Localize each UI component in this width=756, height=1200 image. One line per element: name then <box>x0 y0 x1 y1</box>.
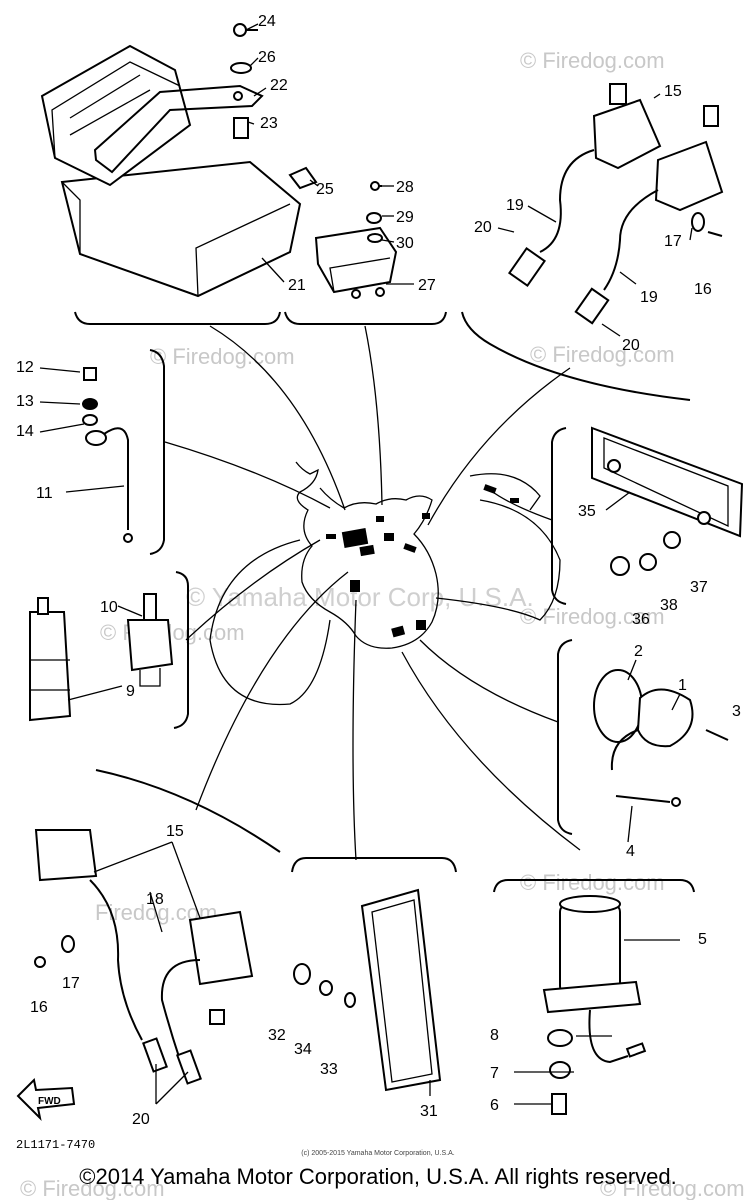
callout-23: 23 <box>260 115 278 132</box>
callout-21: 21 <box>288 277 306 294</box>
fwd-label: FWD <box>38 1096 61 1107</box>
callout-2: 2 <box>634 643 643 660</box>
callout-24: 24 <box>258 13 276 30</box>
callout-5: 5 <box>698 931 707 948</box>
wire-lead-group <box>82 367 133 543</box>
forward-direction-arrow: FWD <box>16 1077 76 1122</box>
watermark-1: © Firedog.com <box>520 48 665 73</box>
watermark-4: © Firedog.com <box>150 344 295 369</box>
copyright-footer: ©2014 Yamaha Motor Corporation, U.S.A. A… <box>79 1164 677 1189</box>
motorcycle-center-view <box>209 461 561 706</box>
callout-38: 38 <box>660 597 678 614</box>
callout-17-top: 17 <box>664 233 682 250</box>
callout-15-bottom: 15 <box>166 823 184 840</box>
callout-9: 9 <box>126 683 135 700</box>
callout-19-top: 19 <box>506 197 524 214</box>
sender-unit-group <box>593 669 729 807</box>
bracket-left-1 <box>149 349 165 555</box>
callout-30: 30 <box>396 235 414 252</box>
bracket-right-1 <box>551 427 567 605</box>
callout-4: 4 <box>626 843 635 860</box>
callout-19-top-b: 19 <box>640 289 658 306</box>
callout-3: 3 <box>732 703 741 720</box>
ignition-coils-top-group <box>507 83 724 325</box>
callout-27: 27 <box>418 277 436 294</box>
callout-14: 14 <box>16 423 34 440</box>
cdi-unit-group <box>40 23 318 298</box>
callout-16-top: 16 <box>694 281 712 298</box>
watermark-2: © Firedog.com <box>530 342 675 367</box>
tail-light-group <box>591 426 744 576</box>
callout-34: 34 <box>294 1041 312 1058</box>
callout-1: 1 <box>678 677 687 694</box>
callout-32: 32 <box>268 1027 286 1044</box>
diagram-code: 2L1171-7470 <box>16 1138 96 1152</box>
watermark-5: © Firedog.com <box>100 620 245 645</box>
callout-25: 25 <box>316 181 334 198</box>
watermark-6: © Firedog.com <box>520 870 665 895</box>
bracket-top-mid <box>284 311 447 325</box>
callouts: 24 26 22 23 25 28 29 30 21 27 15 19 20 1… <box>16 13 741 1128</box>
bracket-left-2 <box>173 571 189 729</box>
ignition-coils-bottom-group <box>34 829 254 1085</box>
callout-13: 13 <box>16 393 34 410</box>
callout-11: 11 <box>36 485 53 502</box>
callout-33: 33 <box>320 1061 338 1078</box>
callout-20-top: 20 <box>474 219 492 236</box>
watermark-3: © Firedog.com <box>520 604 665 629</box>
callout-12: 12 <box>16 359 34 376</box>
callout-35: 35 <box>578 503 596 520</box>
callout-29: 29 <box>396 209 414 226</box>
watermark-9: © Firedog.com <box>600 1176 745 1200</box>
callout-6: 6 <box>490 1097 499 1114</box>
callout-7: 7 <box>490 1065 499 1082</box>
callout-20-top-b: 20 <box>622 337 640 354</box>
callout-36: 36 <box>632 611 650 628</box>
bracket-bottom-right <box>493 879 695 893</box>
callout-31: 31 <box>420 1103 438 1120</box>
callout-15-top: 15 <box>664 83 682 100</box>
callout-26: 26 <box>258 49 276 66</box>
bracket-left-3 <box>95 769 281 853</box>
rectifier-regulator-group <box>314 181 398 299</box>
callout-17-bottom: 17 <box>62 975 80 992</box>
small-copyright: (c) 2005-2015 Yamaha Motor Corporation, … <box>301 1150 455 1157</box>
callout-37: 37 <box>690 579 708 596</box>
switch-group <box>29 593 174 722</box>
callout-22: 22 <box>270 77 288 94</box>
callout-leaders <box>39 23 693 1105</box>
callout-18: 18 <box>146 891 164 908</box>
callout-28: 28 <box>396 179 414 196</box>
bracket-bottom-mid <box>291 857 457 873</box>
callout-16-bottom: 16 <box>30 999 48 1016</box>
bracket-top-left <box>74 311 281 325</box>
reflector-group <box>293 888 442 1092</box>
callout-20-bottom: 20 <box>132 1111 150 1128</box>
bracket-top-right <box>461 311 691 401</box>
callout-8: 8 <box>490 1027 499 1044</box>
watermark-8: © Firedog.com <box>20 1176 165 1200</box>
bracket-right-2 <box>557 639 573 835</box>
callout-10: 10 <box>100 599 118 616</box>
starter-relay-group <box>542 895 647 1115</box>
